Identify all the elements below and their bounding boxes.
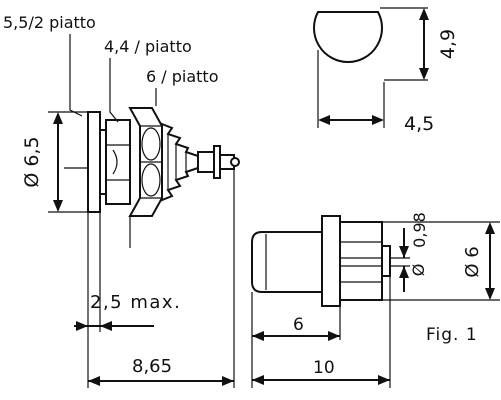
connector-side-view (87, 107, 240, 217)
callout-leaders (64, 34, 157, 169)
shoulder-block (105, 119, 131, 205)
dim-10 (252, 375, 390, 385)
component-body (321, 215, 341, 307)
label-0-98: 0,98 (410, 212, 429, 248)
cap-outline (313, 11, 383, 63)
callout-6-piatto: 6 / piatto (146, 67, 218, 86)
component-side-view (251, 215, 391, 307)
label-2-5-max: 2,5 max. (90, 292, 181, 313)
component-cap (251, 231, 323, 293)
label-10: 10 (313, 358, 335, 378)
extension-lines-left (87, 170, 235, 388)
label-8-65: 8,65 (132, 356, 172, 377)
dim-diameter-6 (485, 222, 495, 300)
label-4-5: 4,5 (404, 113, 434, 135)
dim-0-98 (390, 228, 410, 292)
figure-label: Fig. 1 (426, 325, 478, 345)
connector-neck (197, 151, 215, 173)
dim-diameter-6-5 (48, 111, 88, 213)
cap-view (313, 7, 429, 128)
extension-lines-right (251, 221, 500, 388)
label-diameter-symbol: Ø (409, 264, 428, 277)
dim-2-5-max (74, 321, 154, 331)
label-6: 6 (293, 315, 304, 335)
callout-5-5-2-piatto: 5,5/2 piatto (3, 13, 96, 32)
callout-4-4-piatto: 4,4 / piatto (104, 37, 192, 56)
label-4-9: 4,9 (437, 29, 459, 59)
dim-8-65 (88, 376, 234, 386)
flange-plate (87, 111, 101, 213)
dim-6 (252, 331, 340, 341)
label-diameter-6: Ø 6 (462, 246, 483, 277)
label-diameter-6-5: Ø 6,5 (21, 136, 43, 187)
